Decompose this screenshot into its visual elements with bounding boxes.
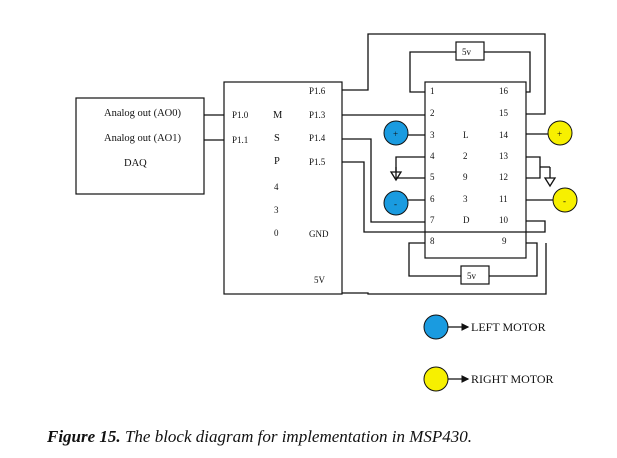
msp-pin-p13: P1.3 [309, 110, 326, 120]
daq-ao1-label: Analog out (AO1) [104, 133, 181, 144]
msp-char: S [274, 133, 280, 144]
legend-left-motor-swatch [423, 314, 449, 340]
msp-char: M [273, 110, 283, 121]
l293d-pin: 11 [499, 194, 508, 204]
wire-right-gnd [526, 156, 541, 179]
right-motor-minus-terminal [552, 187, 578, 213]
l293d-vertical-label: L 2 9 3 D [463, 130, 470, 225]
left-motor-minus-sign: - [394, 199, 397, 209]
l293d-box [424, 81, 527, 259]
l293d-pin: 2 [430, 108, 435, 118]
msp-pin-p15: P1.5 [309, 157, 326, 167]
l293d-pin: 9 [502, 236, 507, 246]
msp-char: 3 [274, 205, 279, 215]
bottom-supply-label: 5v [467, 271, 477, 281]
l293d-char: L [463, 130, 469, 140]
l293d-pin: 8 [430, 236, 435, 246]
l293d-char: 9 [463, 172, 468, 182]
wire-5v-pin16 [484, 51, 531, 93]
l293d-pin: 7 [430, 215, 435, 225]
l293d-char: D [463, 215, 470, 225]
msp-char: P [274, 156, 280, 167]
caption-label: Figure 15. [46, 427, 121, 446]
daq-ao0-label: Analog out (AO0) [104, 108, 181, 119]
l293d-right-pins: 16 15 14 13 12 11 10 9 [499, 86, 509, 246]
msp-pin-gnd: GND [309, 229, 329, 239]
l293d-pin: 3 [430, 130, 435, 140]
l293d-char: 2 [463, 151, 468, 161]
msp-char: 0 [274, 228, 279, 238]
l293d-pin: 10 [499, 215, 509, 225]
l293d-pin: 1 [430, 86, 435, 96]
legend-right-motor-label: RIGHT MOTOR [471, 372, 554, 386]
msp-pin-5v: 5V [314, 275, 326, 285]
msp-pin-p11: P1.1 [232, 135, 248, 145]
msp-vertical-label: M S P 4 3 0 [273, 110, 283, 238]
daq-title: DAQ [124, 158, 147, 169]
msp430-box [223, 81, 343, 295]
left-motor-plus-sign: + [393, 129, 398, 139]
left-ground-symbol [389, 171, 403, 182]
bottom-supply-box [460, 265, 490, 285]
l293d-pin: 13 [499, 151, 509, 161]
wire-5v-pin8 [408, 242, 461, 277]
wire-p15-pin10 [342, 161, 546, 233]
right-motor-plus-sign: + [557, 129, 562, 139]
l293d-char: 3 [463, 194, 468, 204]
right-motor-plus-terminal [547, 120, 573, 146]
wire-5v-pin9 [489, 242, 538, 277]
wire-left-gnd [395, 156, 425, 179]
wire-5v-pin1 [409, 51, 456, 93]
l293d-pin: 6 [430, 194, 435, 204]
left-motor-minus-terminal [383, 190, 409, 216]
figure-caption: Figure 15. The block diagram for impleme… [46, 427, 472, 446]
daq-box [75, 97, 205, 195]
wire-p16-pin15 [342, 33, 546, 115]
msp-pin-p10: P1.0 [232, 110, 249, 120]
l293d-pin: 16 [499, 86, 509, 96]
wire-msp-5v [342, 243, 547, 295]
right-ground-symbol [543, 177, 557, 188]
top-supply-box [455, 41, 485, 61]
legend-left-motor-label: LEFT MOTOR [471, 320, 546, 334]
l293d-pin: 5 [430, 172, 435, 182]
left-motor-plus-terminal [383, 120, 409, 146]
l293d-pin: 14 [499, 130, 509, 140]
l293d-pin: 12 [499, 172, 508, 182]
l293d-pin: 15 [499, 108, 509, 118]
msp-pin-p14: P1.4 [309, 133, 326, 143]
right-motor-minus-sign: - [563, 196, 566, 206]
caption-text: The block diagram for implementation in … [121, 427, 472, 446]
l293d-pin: 4 [430, 151, 435, 161]
legend-right-motor-swatch [423, 366, 449, 392]
wire-p14-pin7 [342, 138, 425, 223]
msp-char: 4 [274, 182, 279, 192]
msp-pin-p16: P1.6 [309, 86, 326, 96]
top-supply-label: 5v [462, 47, 472, 57]
l293d-left-pins: 1 2 3 4 5 6 7 8 [430, 86, 435, 246]
